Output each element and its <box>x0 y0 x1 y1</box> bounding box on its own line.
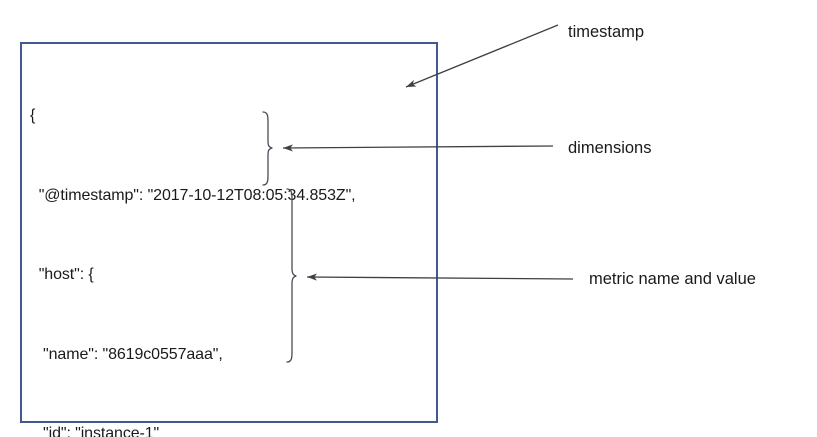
json-document-code: { "@timestamp": "2017-10-12T08:05:34.853… <box>30 50 430 437</box>
json-line-host-name: "name": "8619c0557aaa", <box>30 345 223 363</box>
annotation-label-timestamp: timestamp <box>568 23 645 41</box>
json-line-timestamp: "@timestamp": "2017-10-12T08:05:34.853Z"… <box>30 186 356 204</box>
json-document-box <box>20 42 438 423</box>
json-line-host-open: "host": { <box>30 266 94 283</box>
annotation-label-dimensions: dimensions <box>568 139 652 157</box>
json-line: { <box>30 107 36 124</box>
annotation-label-metric: metric name and value <box>589 270 756 288</box>
json-line-host-id: "id": "instance-1" <box>30 425 160 437</box>
